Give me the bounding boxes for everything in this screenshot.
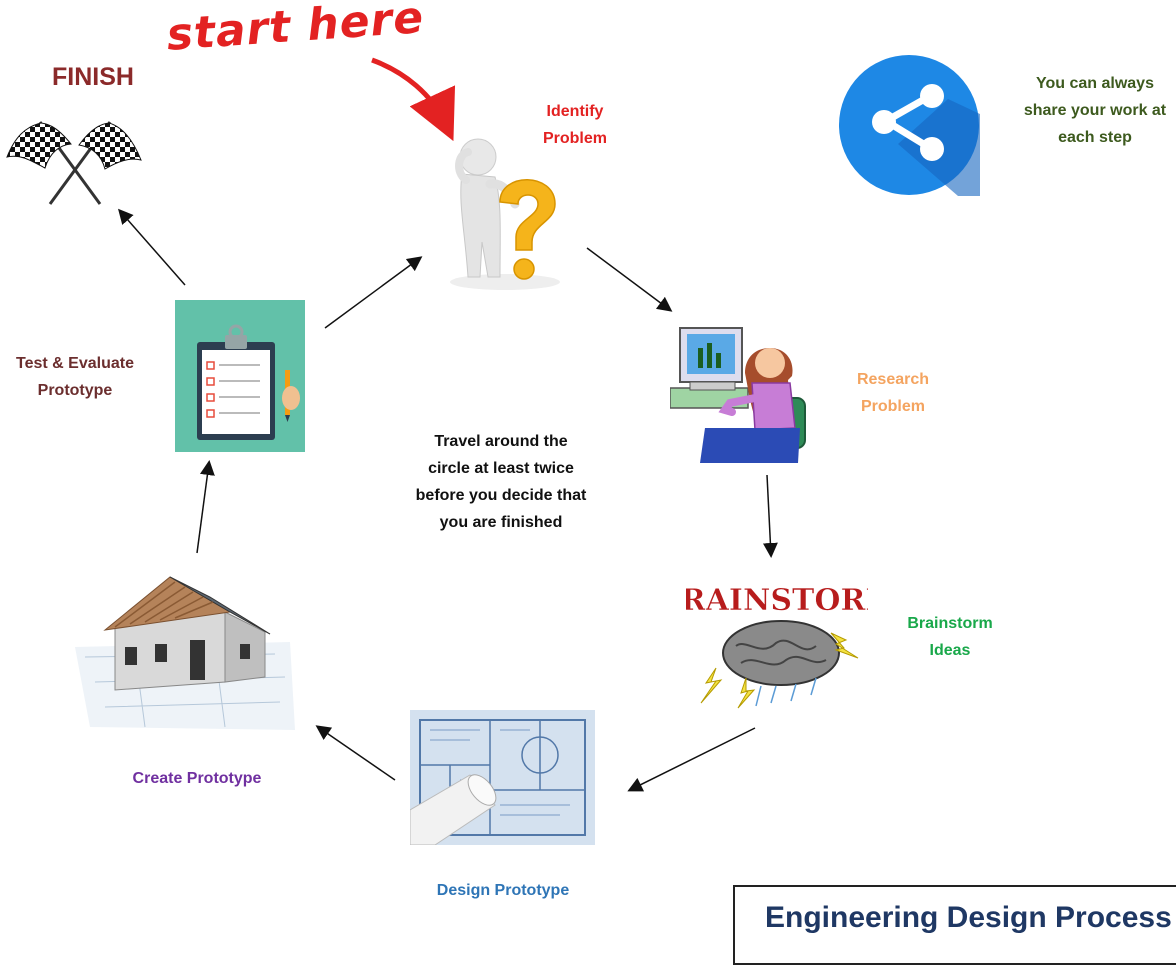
blueprint-icon [410,710,595,845]
computer-research-icon [670,327,806,463]
brainstorm-brain-icon: BRAINSTORM [686,583,868,709]
arrow-test-to-finish [118,208,186,286]
page-title: Engineering Design Process [765,901,1172,934]
center-note: Travel around the circle at least twice … [415,433,587,531]
finish-label: FINISH [52,63,134,91]
clipboard-checklist-icon [175,300,305,452]
checkered-flags-icon [6,121,142,205]
step-design-label: Design Prototype [436,882,570,899]
share-note: You can always share your work at each s… [1023,75,1167,146]
step-create-label: Create Prototype [132,770,262,787]
step-test-label: Test & Evaluate Prototype [16,355,134,399]
arrow-create-to-test [196,460,215,554]
arrow-brainstorm-to-design [627,727,756,792]
house-construction-icon [75,576,295,730]
brainstorm-sign-text: BRAINSTORM [686,583,868,618]
step-identify-label: Identify Problem [542,103,607,147]
step-research-label: Research Problem [856,371,930,415]
step-brainstorm-label: Brainstorm Ideas [907,615,993,659]
arrow-identify-to-research [586,247,673,312]
arrow-research-to-brainstorm [762,474,778,558]
arrow-design-to-create [315,725,396,781]
thinking-figure-question-icon [450,138,560,290]
start-here-arrow [371,57,456,142]
arrow-test-to-identify [324,256,423,329]
title-box: Engineering Design Process [733,885,1176,965]
share-icon [839,55,980,196]
